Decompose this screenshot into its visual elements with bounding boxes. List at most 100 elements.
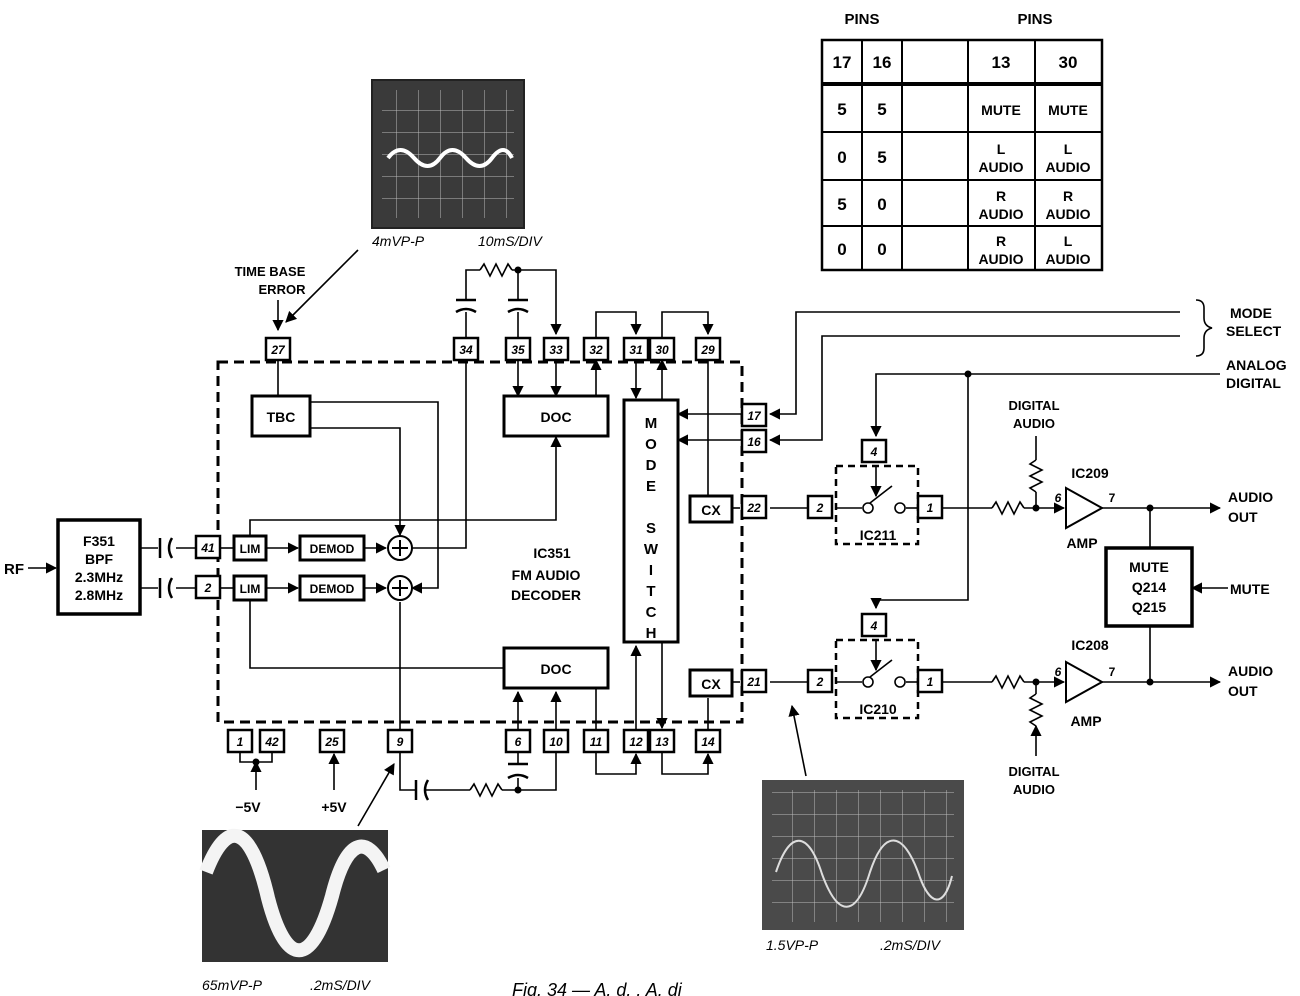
scope-bottom-left: 65mVP-P .2mS/DIV: [202, 830, 388, 993]
tbc-block: TBC: [252, 396, 310, 436]
mute-box-line-1: MUTE: [1129, 559, 1169, 575]
mode-switch-letter: O: [645, 436, 657, 453]
demod-top-block: DEMOD: [300, 536, 364, 560]
filter-f351: F351 BPF 2.3MHz 2.8MHz: [58, 520, 140, 614]
pin-number: 1: [927, 675, 934, 689]
mute-box-line-3: Q215: [1132, 599, 1166, 615]
pin-table-cell: MUTE: [981, 102, 1021, 118]
pins-header-left: PINS: [844, 11, 879, 28]
audio-out-top-line-1: AUDIO: [1228, 489, 1273, 505]
scope-bottom-right: 1.5VP-P .2mS/DIV: [762, 780, 964, 953]
pin-table-column-header: 13: [992, 53, 1011, 72]
figure-caption: Fig. 34 — A. d. . A. di: [512, 980, 683, 996]
mode-switch-letter: E: [646, 478, 656, 495]
pin-number: 21: [746, 675, 761, 689]
mute-input-label: MUTE: [1230, 581, 1270, 597]
mode-switch-letter: H: [646, 625, 657, 642]
tbe-line-2: ERROR: [259, 282, 307, 297]
switch-ic211: IC211: [836, 466, 918, 544]
cx-bottom-label: CX: [701, 676, 721, 692]
ic211-label: IC211: [860, 527, 897, 543]
filter-line-2: BPF: [85, 551, 113, 567]
pin-number: 17: [747, 409, 762, 423]
plus-5v-label: +5V: [321, 799, 347, 815]
pins-header-right: PINS: [1017, 11, 1052, 28]
pin-table-cell: AUDIO: [978, 251, 1023, 267]
demod-bottom-label: DEMOD: [310, 582, 355, 596]
pin-table-cell: L: [1064, 233, 1073, 249]
amp-top-out-pin: 7: [1109, 491, 1116, 505]
pin-table-cell: AUDIO: [1045, 251, 1090, 267]
pin-number: 4: [870, 619, 878, 633]
pin-number: 12: [629, 735, 643, 749]
amp-top-label: AMP: [1066, 535, 1097, 551]
pin-number: 2: [204, 581, 212, 595]
pin-table-cell: 0: [837, 148, 846, 167]
pin-number: 4: [870, 445, 878, 459]
pin-number: 41: [200, 541, 215, 555]
mode-switch-letter: T: [646, 583, 655, 600]
amp-bottom-label: AMP: [1070, 713, 1101, 729]
doc-top-label: DOC: [540, 409, 571, 425]
audio-out-bottom-line-2: OUT: [1228, 683, 1258, 699]
amp-ic208: IC208 AMP 6 7: [1055, 637, 1116, 729]
pin-number: 9: [397, 735, 404, 749]
pin-table-cell: 0: [877, 240, 886, 259]
pin-number: 14: [701, 735, 715, 749]
pin-number: 32: [589, 343, 603, 357]
lim-bottom-label: LIM: [240, 582, 261, 596]
pin-number: 22: [746, 501, 761, 515]
pin-table-cell: 0: [837, 240, 846, 259]
mode-switch-letter: I: [649, 562, 653, 579]
pin-table-cell: R: [1063, 188, 1073, 204]
minus-5v-label: −5V: [235, 799, 261, 815]
pin-table-cell: 5: [837, 100, 846, 119]
tbe-line-1: TIME BASE: [235, 264, 306, 279]
mute-box-line-2: Q214: [1132, 579, 1166, 595]
amp-bottom-out-pin: 7: [1109, 665, 1116, 679]
pin-number: 25: [324, 735, 339, 749]
digital-audio-bottom-line-2: AUDIO: [1013, 782, 1055, 797]
pin-table-cell: 5: [837, 195, 846, 214]
ic351-label: IC351 FM AUDIO DECODER: [511, 545, 581, 603]
cx-top-block: CX: [690, 496, 732, 522]
demod-top-label: DEMOD: [310, 542, 355, 556]
pin-table-cell: AUDIO: [978, 159, 1023, 175]
cx-bottom-block: CX: [690, 670, 732, 696]
pin-table-cell: AUDIO: [1045, 159, 1090, 175]
pin-number: 2: [816, 501, 824, 515]
pin-table-column-header: 16: [873, 53, 892, 72]
analog-line: ANALOG: [1226, 357, 1287, 373]
pin-number: 10: [549, 735, 563, 749]
demod-bottom-block: DEMOD: [300, 576, 364, 600]
digital-line: DIGITAL: [1226, 375, 1281, 391]
scope-bottom-right-amplitude: 1.5VP-P: [766, 937, 819, 953]
pin-number: 34: [459, 343, 473, 357]
pin-number: 1: [237, 735, 244, 749]
switch-ic210: IC210: [836, 640, 918, 718]
lim-top-block: LIM: [234, 536, 266, 560]
pin-table-cell: L: [1064, 141, 1073, 157]
pin-number: 27: [270, 343, 286, 357]
scope-bottom-left-amplitude: 65mVP-P: [202, 977, 263, 993]
pin-table-column-header: 17: [833, 53, 852, 72]
mode-switch-letter: D: [646, 457, 657, 474]
scope-bottom-right-timebase: .2mS/DIV: [880, 937, 942, 953]
audio-out-top-line-2: OUT: [1228, 509, 1258, 525]
pin-number: 30: [655, 343, 669, 357]
pin-number: 11: [590, 735, 603, 749]
ic351-line-3: DECODER: [511, 587, 581, 603]
mode-switch-letter: S: [646, 520, 656, 537]
rf-label: RF: [4, 561, 24, 578]
pin-table-cell: 0: [877, 195, 886, 214]
pin-number: 33: [549, 343, 563, 357]
scope-top-timebase: 10mS/DIV: [478, 233, 543, 249]
filter-line-4: 2.8MHz: [75, 587, 123, 603]
pin-number: 13: [655, 735, 669, 749]
doc-bottom-label: DOC: [540, 661, 571, 677]
pin-number: 6: [515, 735, 522, 749]
mode-switch-letter: M: [645, 415, 658, 432]
time-base-error-label: TIME BASE ERROR: [235, 264, 306, 297]
